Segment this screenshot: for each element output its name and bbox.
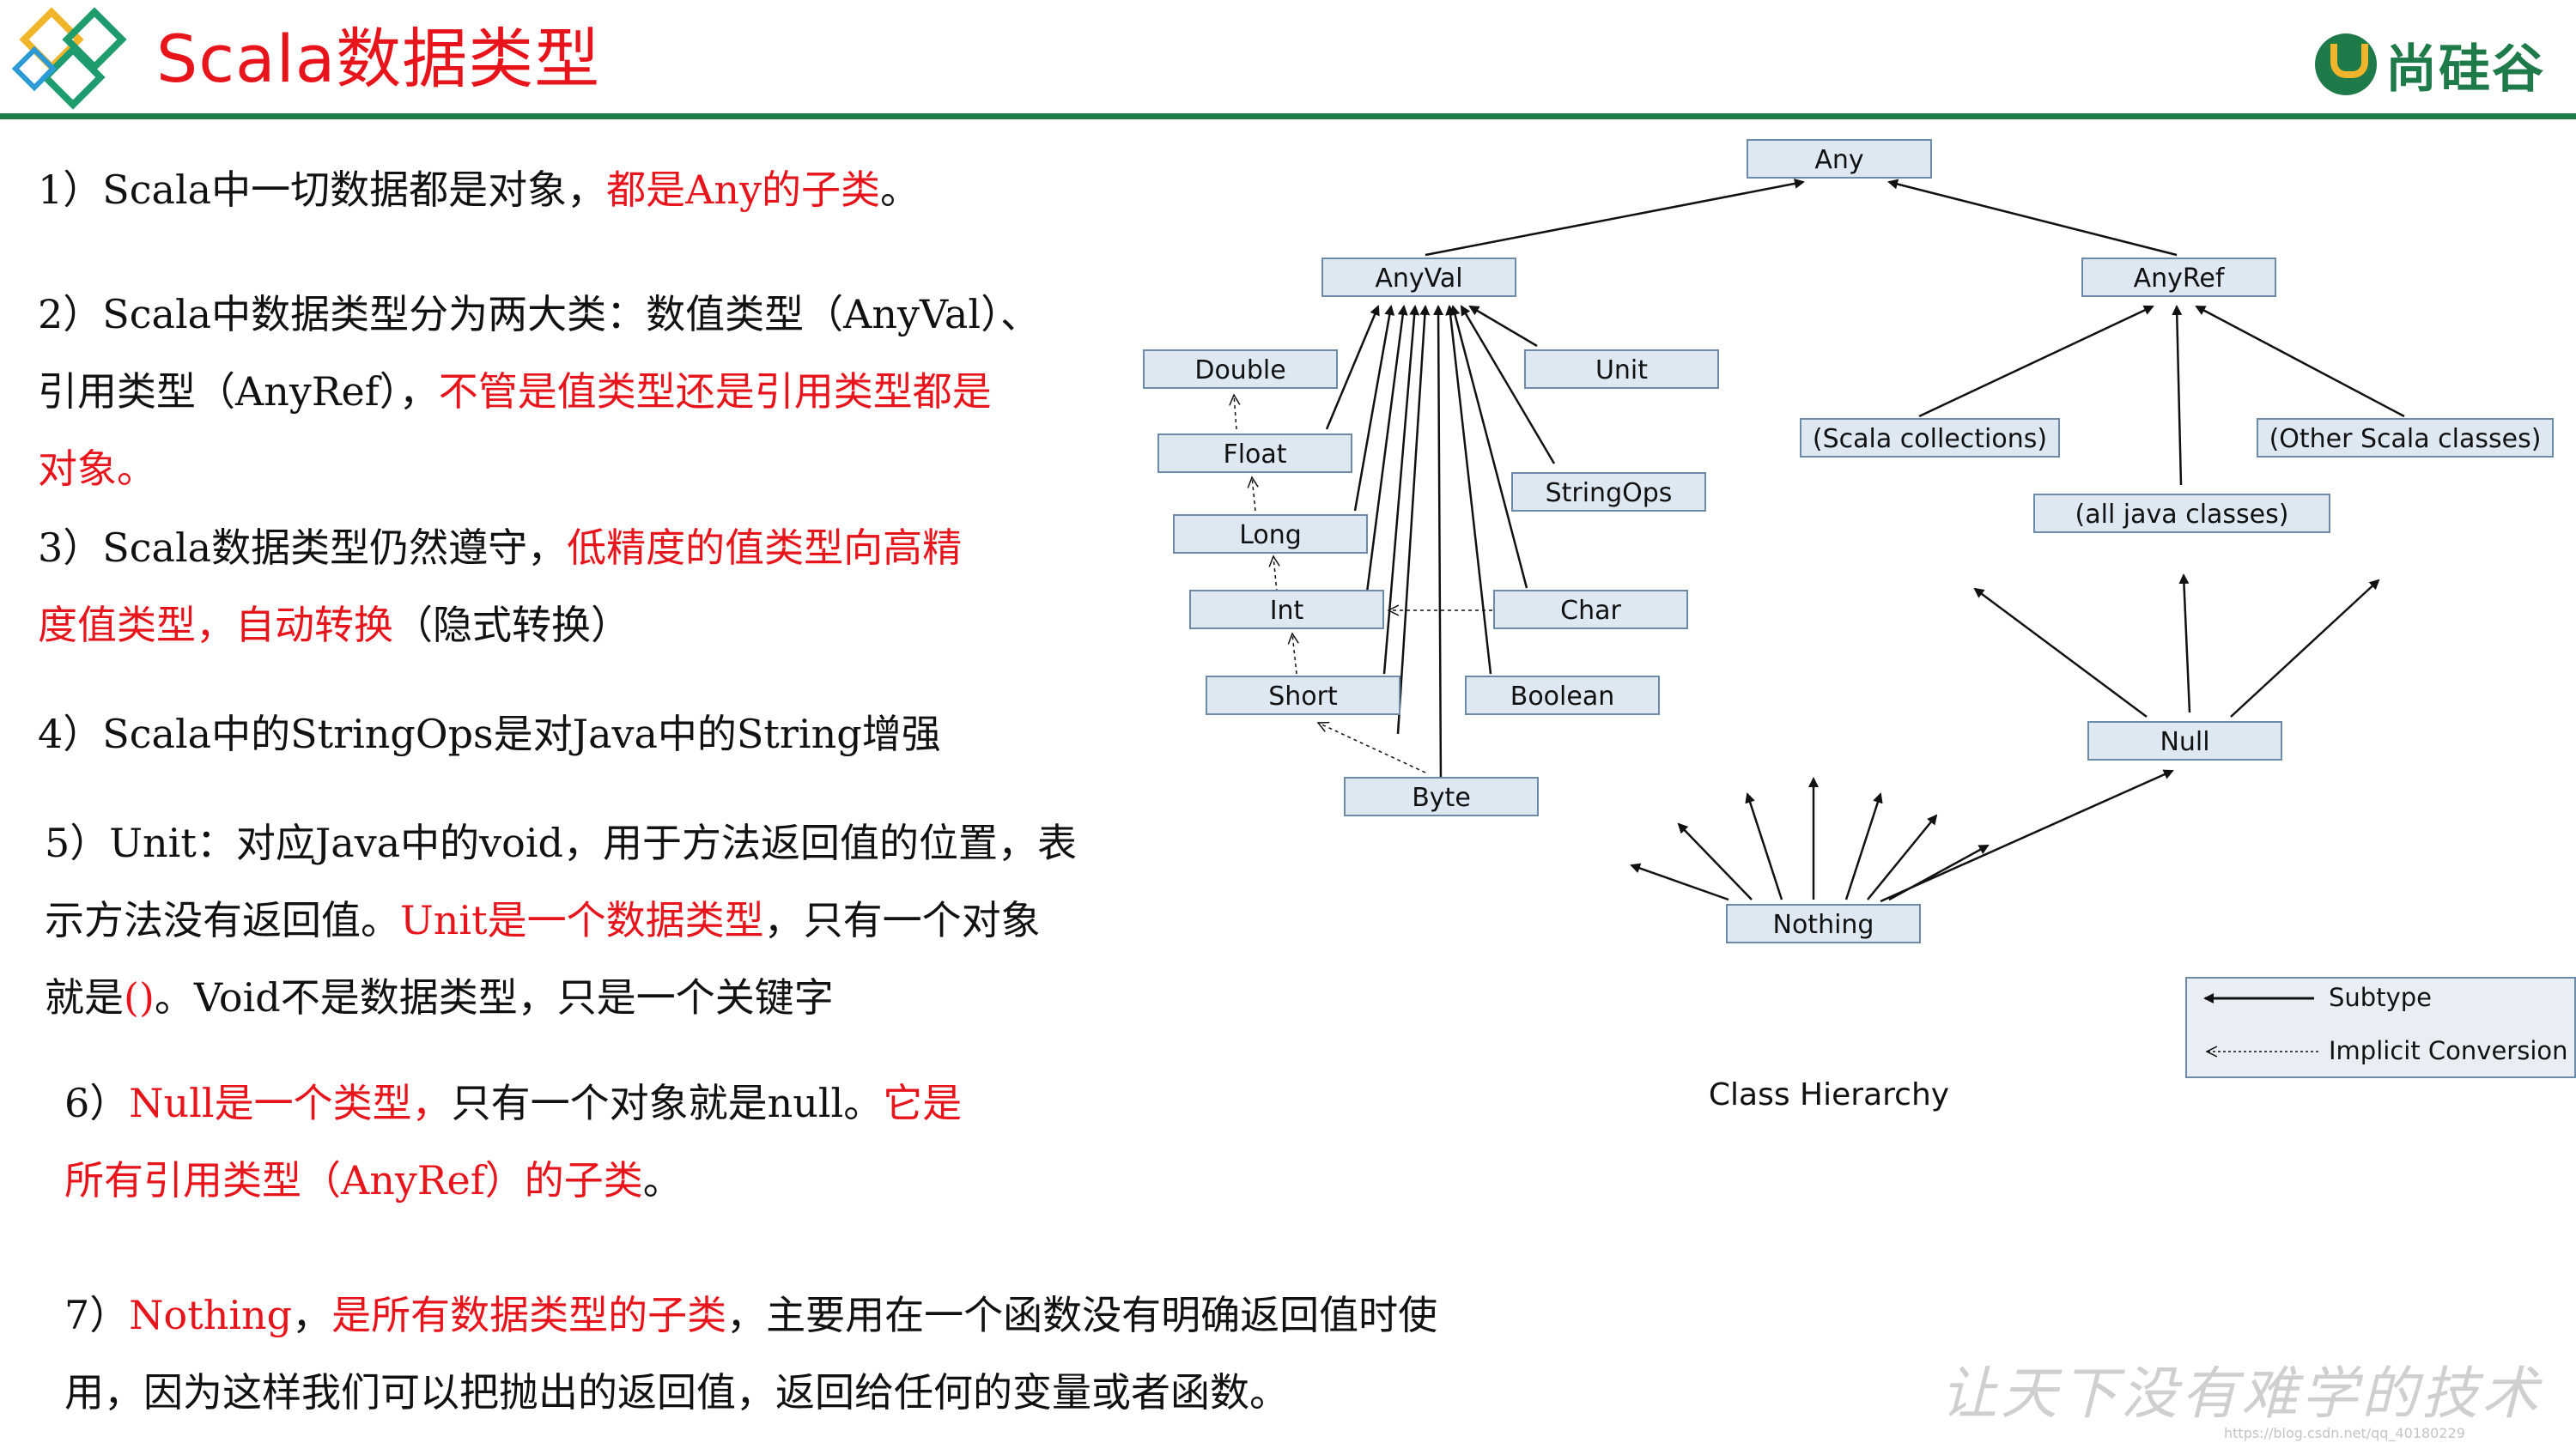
highlight-text: () <box>124 974 155 1021</box>
highlight-text: Null是一个类型， <box>129 1080 452 1126</box>
point-line: 就是()。Void不是数据类型，只是一个关键字 <box>45 959 1077 1036</box>
node-scala-collections: (Scala collections) <box>1800 418 2060 458</box>
node-char: Char <box>1493 590 1688 629</box>
body-text: 只有一个对象就是null。 <box>451 1080 884 1126</box>
point-line: 引用类型（AnyRef），不管是值类型还是引用类型都是 <box>38 353 1040 430</box>
point-line: 3）Scala数据类型仍然遵守，低精度的值类型向高精 <box>38 509 962 586</box>
highlight-text: 所有引用类型（AnyRef）的子类 <box>64 1157 643 1203</box>
body-text: ， <box>292 1292 332 1338</box>
node-byte: Byte <box>1344 777 1539 816</box>
page-title: Scala数据类型 <box>156 21 601 97</box>
diamond-logo-icon <box>11 7 127 110</box>
point-line: 1）Scala中一切数据都是对象，都是Any的子类。 <box>38 151 920 228</box>
point-line: 4）Scala中的StringOps是对Java中的String增强 <box>38 695 941 773</box>
node-other-scala-classes: (Other Scala classes) <box>2257 418 2554 458</box>
node-double: Double <box>1143 349 1338 389</box>
body-text: 1）Scala中一切数据都是对象， <box>38 167 607 213</box>
point-line: 2）Scala中数据类型分为两大类：数值类型（AnyVal）、 <box>38 276 1040 353</box>
body-text: 示方法没有返回值。 <box>45 897 400 943</box>
highlight-text: 低精度的值类型向高精 <box>567 524 963 571</box>
node-long: Long <box>1173 514 1368 554</box>
highlight-text: 都是Any的子类 <box>606 167 880 213</box>
point-line: 5）Unit：对应Java中的void，用于方法返回值的位置，表 <box>45 804 1077 882</box>
highlight-text: 对象。 <box>38 446 156 492</box>
brand-logo: 尚硅谷 <box>2315 26 2545 103</box>
point-5: 5）Unit：对应Java中的void，用于方法返回值的位置，表示方法没有返回值… <box>45 804 1077 1036</box>
watermark: 让天下没有难学的技术 <box>1941 1361 2542 1427</box>
body-text: 。Void不是数据类型，只是一个关键字 <box>154 974 834 1021</box>
body-text: ，主要用在一个函数没有明确返回值时使 <box>726 1292 1438 1338</box>
body-text: ，只有一个对象 <box>763 897 1041 943</box>
brand-name: 尚硅谷 <box>2385 39 2545 100</box>
highlight-text: 度值类型，自动转换 <box>38 602 393 648</box>
point-2: 2）Scala中数据类型分为两大类：数值类型（AnyVal）、引用类型（AnyR… <box>38 276 1040 507</box>
node-null: Null <box>2087 721 2282 761</box>
body-text: 用，因为这样我们可以把抛出的返回值，返回给任何的变量或者函数。 <box>64 1369 1289 1416</box>
node-all-java-classes: (all java classes) <box>2033 494 2330 533</box>
point-line: 示方法没有返回值。Unit是一个数据类型，只有一个对象 <box>45 882 1077 959</box>
highlight-text: Unit是一个数据类型 <box>400 897 764 943</box>
point-line: 用，因为这样我们可以把抛出的返回值，返回给任何的变量或者函数。 <box>64 1354 1437 1431</box>
body-text: 引用类型（AnyRef）， <box>38 368 439 415</box>
node-int: Int <box>1189 590 1384 629</box>
highlight-text: 它是 <box>883 1080 963 1126</box>
header-divider <box>0 113 2576 119</box>
node-short: Short <box>1206 676 1400 715</box>
body-text: 3）Scala数据类型仍然遵守， <box>38 524 568 571</box>
highlight-text: 不管是值类型还是引用类型都是 <box>438 368 992 415</box>
node-stringops: StringOps <box>1511 472 1706 512</box>
node-unit: Unit <box>1524 349 1719 389</box>
body-text: 7） <box>64 1292 130 1338</box>
point-4: 4）Scala中的StringOps是对Java中的String增强 <box>38 695 941 773</box>
highlight-text: Nothing <box>129 1292 293 1338</box>
point-1: 1）Scala中一切数据都是对象，都是Any的子类。 <box>38 151 920 228</box>
point-line: 度值类型，自动转换（隐式转换） <box>38 586 962 664</box>
body-text: 2）Scala中数据类型分为两大类：数值类型（AnyVal）、 <box>38 291 1041 337</box>
node-boolean: Boolean <box>1465 676 1660 715</box>
body-text: 6） <box>64 1080 130 1126</box>
point-line: 所有引用类型（AnyRef）的子类。 <box>64 1142 962 1219</box>
brand-mark-icon <box>2315 33 2377 95</box>
node-any: Any <box>1747 139 1932 179</box>
point-6: 6）Null是一个类型，只有一个对象就是null。它是所有引用类型（AnyRef… <box>64 1064 962 1219</box>
legend <box>2185 977 2576 1078</box>
highlight-text: 是所有数据类型的子类 <box>331 1292 727 1338</box>
body-text: 4）Scala中的StringOps是对Java中的String增强 <box>38 711 941 757</box>
point-3: 3）Scala数据类型仍然遵守，低精度的值类型向高精度值类型，自动转换（隐式转换… <box>38 509 962 664</box>
diagram-caption: Class Hierarchy <box>1708 1077 1950 1113</box>
legend-subtype: Subtype <box>2329 983 2432 1012</box>
body-text: 。 <box>642 1157 683 1203</box>
node-float: Float <box>1157 433 1352 473</box>
body-text: （隐式转换） <box>393 602 630 648</box>
point-line: 7）Nothing，是所有数据类型的子类，主要用在一个函数没有明确返回值时使 <box>64 1276 1437 1354</box>
legend-implicit-conversion: Implicit Conversion <box>2329 1036 2568 1065</box>
body-text: 。 <box>879 167 920 213</box>
point-line: 6）Null是一个类型，只有一个对象就是null。它是 <box>64 1064 962 1142</box>
point-7: 7）Nothing，是所有数据类型的子类，主要用在一个函数没有明确返回值时使用，… <box>64 1276 1437 1431</box>
body-text: 就是 <box>45 974 124 1021</box>
point-line: 对象。 <box>38 430 1040 507</box>
node-anyref: AnyRef <box>2081 258 2276 297</box>
watermark-url: https://blog.csdn.net/qq_40180229 <box>2224 1425 2465 1441</box>
body-text: 5）Unit：对应Java中的void，用于方法返回值的位置，表 <box>45 820 1077 866</box>
node-nothing: Nothing <box>1726 904 1921 943</box>
node-anyval: AnyVal <box>1321 258 1516 297</box>
